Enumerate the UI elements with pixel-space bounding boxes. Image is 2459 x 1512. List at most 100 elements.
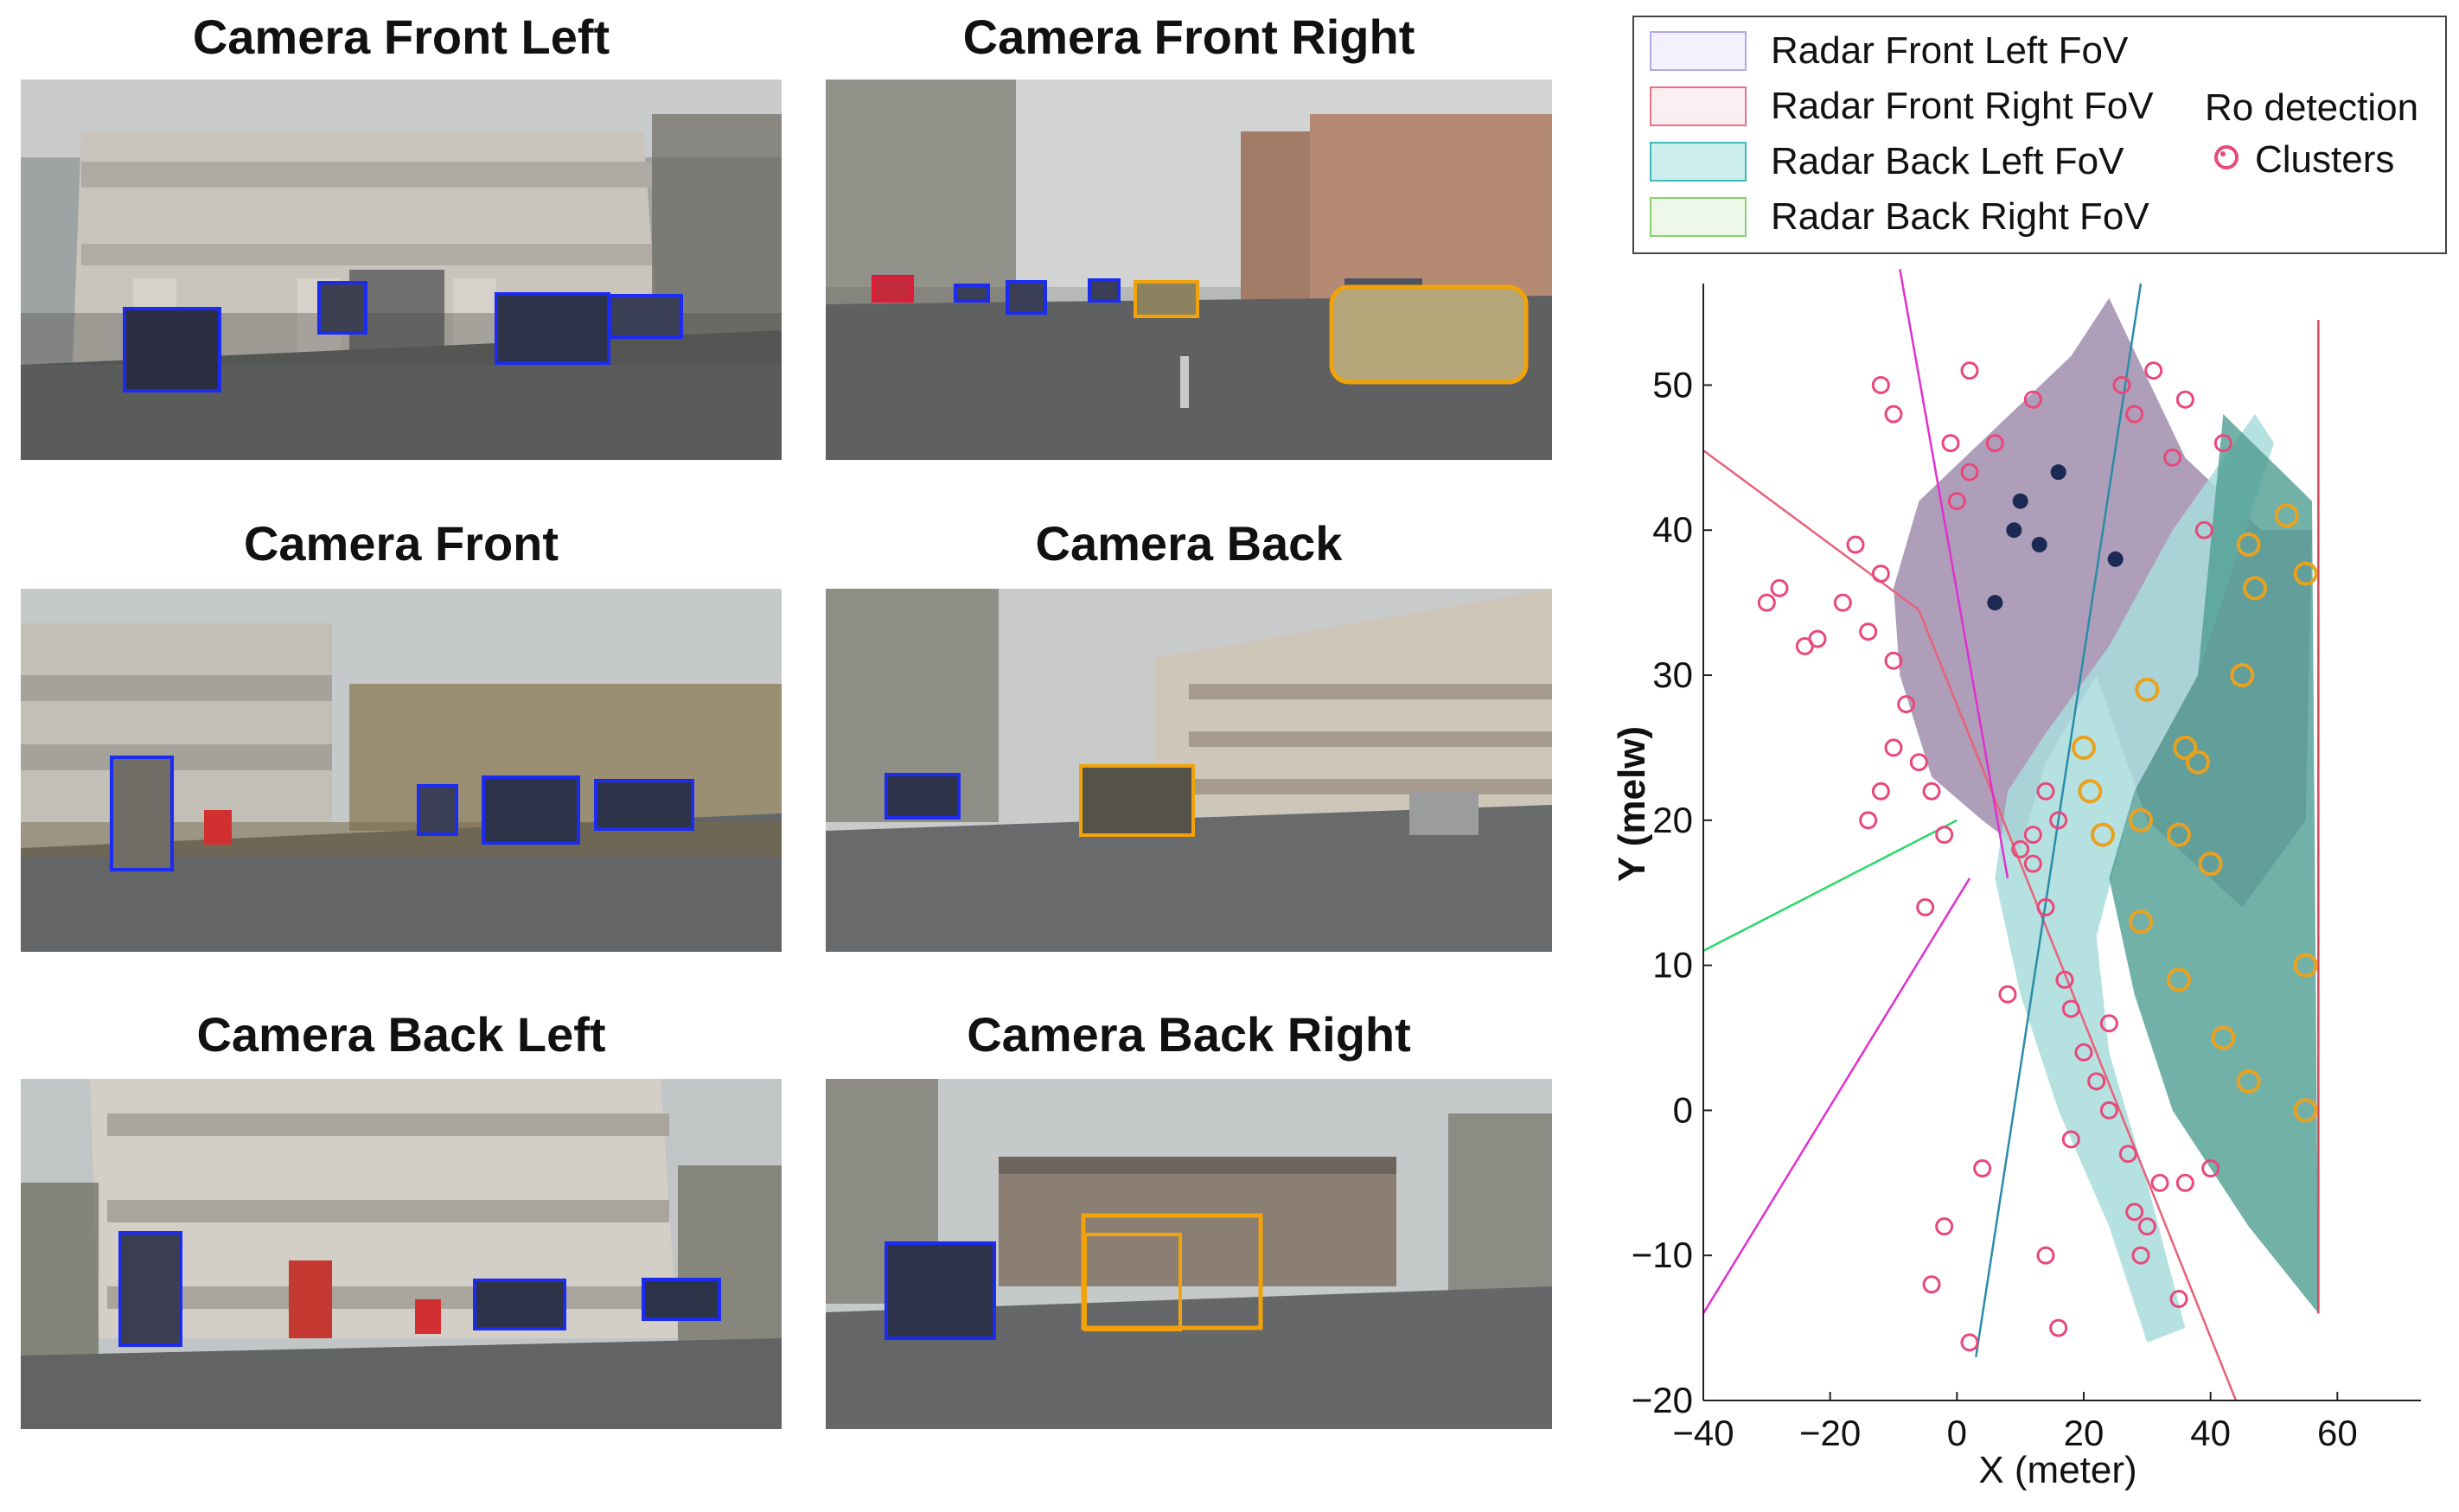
radar-detection-point: [2011, 839, 2030, 858]
x-tick-label: 40: [2190, 1413, 2231, 1453]
radar-detection-point: [2175, 390, 2194, 409]
cluster-marker-icon: [2214, 145, 2239, 169]
radar-detection-point: [2099, 1101, 2118, 1120]
radar-detection-point: [2213, 434, 2232, 453]
radar-detection-point: [2201, 1159, 2220, 1178]
fov-boundary-line: [1702, 449, 1920, 611]
cluster-marker: [2293, 1098, 2318, 1123]
legend-swatch: [1650, 142, 1747, 182]
radar-detection-point: [2055, 970, 2074, 989]
cluster-marker: [2167, 822, 2191, 847]
radar-detection-point: [2163, 448, 2182, 467]
radar-detection-point: [1846, 535, 1865, 554]
fov-region-back-right: [2109, 414, 2319, 1314]
radar-detection-point: [2036, 1246, 2055, 1265]
cluster-marker: [2230, 663, 2255, 688]
cluster-marker: [2078, 779, 2103, 804]
radar-detection-point: [1916, 898, 1935, 917]
radar-detection-point: [2049, 811, 2068, 830]
dark-point-cluster: [2107, 551, 2124, 567]
y-tick-label: 10: [1652, 945, 1693, 986]
legend-label: Radar Front Right FoV: [1771, 85, 2154, 127]
radar-detection-point: [1960, 463, 1979, 482]
legend-item-back-left: Radar Back Left FoV: [1650, 138, 2124, 185]
radar-detection-point: [2194, 520, 2213, 539]
x-axis-label: X (meter): [1978, 1449, 2136, 1491]
legend-label-clusters: Clusters: [2255, 138, 2395, 181]
radar-detection-point: [1985, 434, 2004, 453]
camera-image: [21, 1079, 782, 1429]
legend: Radar Front Left FoV Radar Front Right F…: [1632, 16, 2447, 254]
legend-item-front-right: Radar Front Right FoV: [1650, 83, 2154, 130]
fov-boundary-line: [1975, 283, 2143, 1357]
y-tick-label: −10: [1632, 1234, 1693, 1275]
legend-item-back-right: Radar Back Right FoV: [1650, 194, 2149, 240]
radar-detection-point: [2112, 375, 2131, 394]
cluster-marker: [2091, 822, 2115, 847]
legend-label: Radar Front Left FoV: [1771, 29, 2129, 72]
radar-detection-point: [2049, 1318, 2068, 1337]
radar-detection-point: [2087, 1072, 2106, 1091]
radar-detection-point: [1833, 593, 1852, 612]
legend-label: Radar Back Left FoV: [1771, 140, 2124, 182]
y-axis-label: Y (melw): [1611, 726, 1653, 882]
y-tick-label: 40: [1652, 509, 1693, 550]
radar-detection-point: [2131, 1246, 2150, 1265]
legend-swatch: [1650, 197, 1747, 237]
cluster-marker: [2167, 967, 2191, 992]
camera-back-panel: Camera Back: [826, 515, 1552, 973]
fov-boundary-line: [1702, 877, 1971, 1314]
cluster-marker: [2293, 561, 2318, 586]
dark-point-cluster: [2006, 522, 2022, 539]
camera-back-right-panel: Camera Back Right: [826, 1006, 1552, 1464]
camera-title: Camera Front Left: [192, 10, 610, 64]
radar-detection-point: [2023, 826, 2042, 845]
radar-detection-point: [1960, 1333, 1979, 1352]
y-tick-label: 50: [1652, 364, 1693, 405]
camera-image: [826, 1079, 1552, 1429]
radar-detection-point: [1770, 578, 1789, 597]
radar-detection-point: [1808, 629, 1827, 648]
radar-detection-point: [2137, 1217, 2156, 1236]
cluster-marker: [2236, 1069, 2261, 1094]
radar-detection-point: [1947, 492, 1966, 511]
y-tick-label: 0: [1673, 1089, 1693, 1130]
radar-detection-point: [1884, 405, 1903, 424]
radar-detection-point: [2175, 1173, 2194, 1192]
radar-detection-point: [2061, 1130, 2080, 1149]
camera-image: [826, 80, 1552, 460]
cluster-marker: [2274, 503, 2299, 528]
cluster-marker: [2129, 909, 2153, 935]
camera-front-left-panel: Camera Front Left: [21, 9, 782, 467]
camera-title: Camera Front Right: [962, 10, 1415, 64]
camera-image: [21, 80, 782, 460]
camera-image: [826, 589, 1552, 952]
cluster-marker: [2135, 677, 2160, 702]
radar-detection-point: [1998, 985, 2017, 1004]
radar-detection-point: [1884, 738, 1903, 757]
y-tick-label: −20: [1632, 1380, 1693, 1420]
radar-detection-point: [2150, 1173, 2169, 1192]
dark-point-cluster: [1987, 595, 2003, 611]
radar-detection-point: [2125, 405, 2144, 424]
radar-detection-point: [2023, 854, 2042, 873]
radar-detection-point: [1922, 1275, 1941, 1294]
radar-detection-point: [1973, 1159, 1992, 1178]
radar-detection-point: [1884, 651, 1903, 670]
radar-detection-point: [2074, 1043, 2093, 1062]
camera-title: Camera Back: [1035, 516, 1343, 571]
camera-title: Camera Front: [243, 516, 559, 571]
radar-detection-point: [1897, 695, 1916, 714]
radar-detection-point: [1941, 434, 1960, 453]
cluster-marker: [2236, 533, 2261, 558]
radar-detection-point: [1859, 811, 1878, 830]
camera-title: Camera Back Left: [196, 1007, 606, 1062]
radar-detection-point: [2036, 898, 2055, 917]
fov-boundary-line: [1702, 819, 1958, 952]
radar-detection-point: [1935, 826, 1954, 845]
x-tick-label: 0: [1947, 1413, 1967, 1453]
cluster-marker: [2072, 735, 2096, 760]
radar-detection-point: [2118, 1145, 2137, 1164]
camera-image: [21, 589, 782, 952]
